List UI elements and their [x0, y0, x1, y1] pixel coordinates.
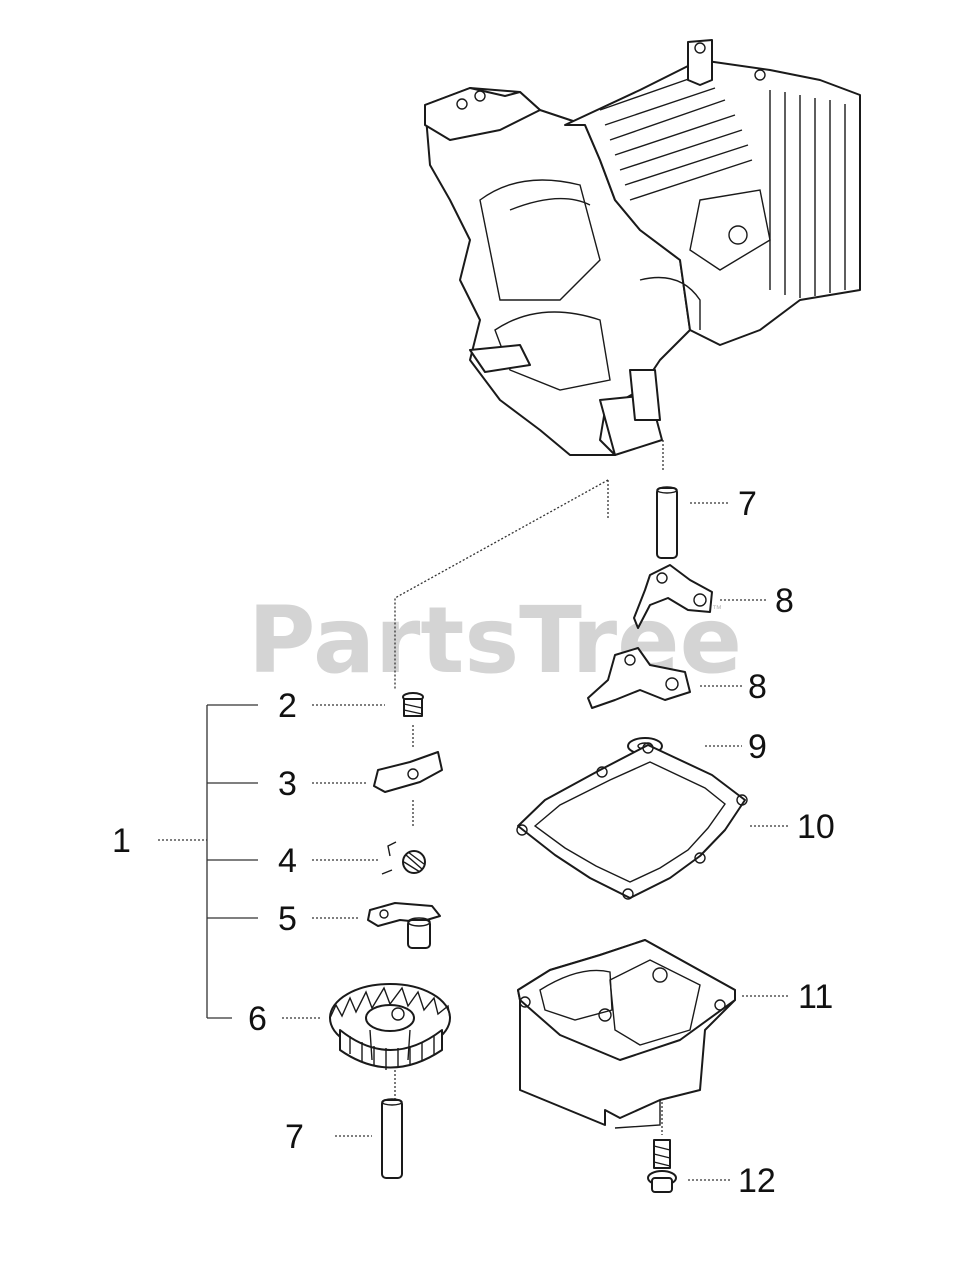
callout-11: 11 [798, 978, 833, 1016]
screw [647, 1139, 677, 1193]
governor-spring [381, 841, 426, 875]
rocker-arm-upper [633, 564, 713, 629]
governor-gear [329, 983, 451, 1070]
callout-8-upper: 8 [775, 582, 794, 620]
callout-3: 3 [278, 765, 297, 803]
assembly-bracket-ticks [207, 704, 258, 1019]
engine-crankcase [424, 39, 861, 456]
callout-1: 1 [112, 822, 131, 860]
callout-8-lower: 8 [748, 668, 767, 706]
callout-2: 2 [278, 687, 297, 725]
callout-6: 6 [248, 1000, 267, 1038]
callout-9: 9 [748, 728, 767, 766]
oil-pan [517, 939, 736, 1129]
callout-7-lower: 7 [285, 1118, 304, 1156]
governor-plate [373, 751, 443, 793]
rocker-arm-lower [587, 647, 691, 709]
callout-7-upper: 7 [738, 485, 757, 523]
callout-12: 12 [738, 1162, 776, 1200]
governor-arm [367, 902, 441, 949]
callout-5: 5 [278, 900, 297, 938]
leader-line [394, 479, 609, 690]
callout-4: 4 [278, 842, 297, 880]
watermark-trademark: ™ [712, 604, 722, 615]
gasket [516, 742, 748, 900]
callout-10: 10 [797, 808, 835, 846]
pin-lower [381, 1098, 403, 1179]
governor-bolt [402, 692, 424, 717]
pin-upper [656, 486, 678, 559]
